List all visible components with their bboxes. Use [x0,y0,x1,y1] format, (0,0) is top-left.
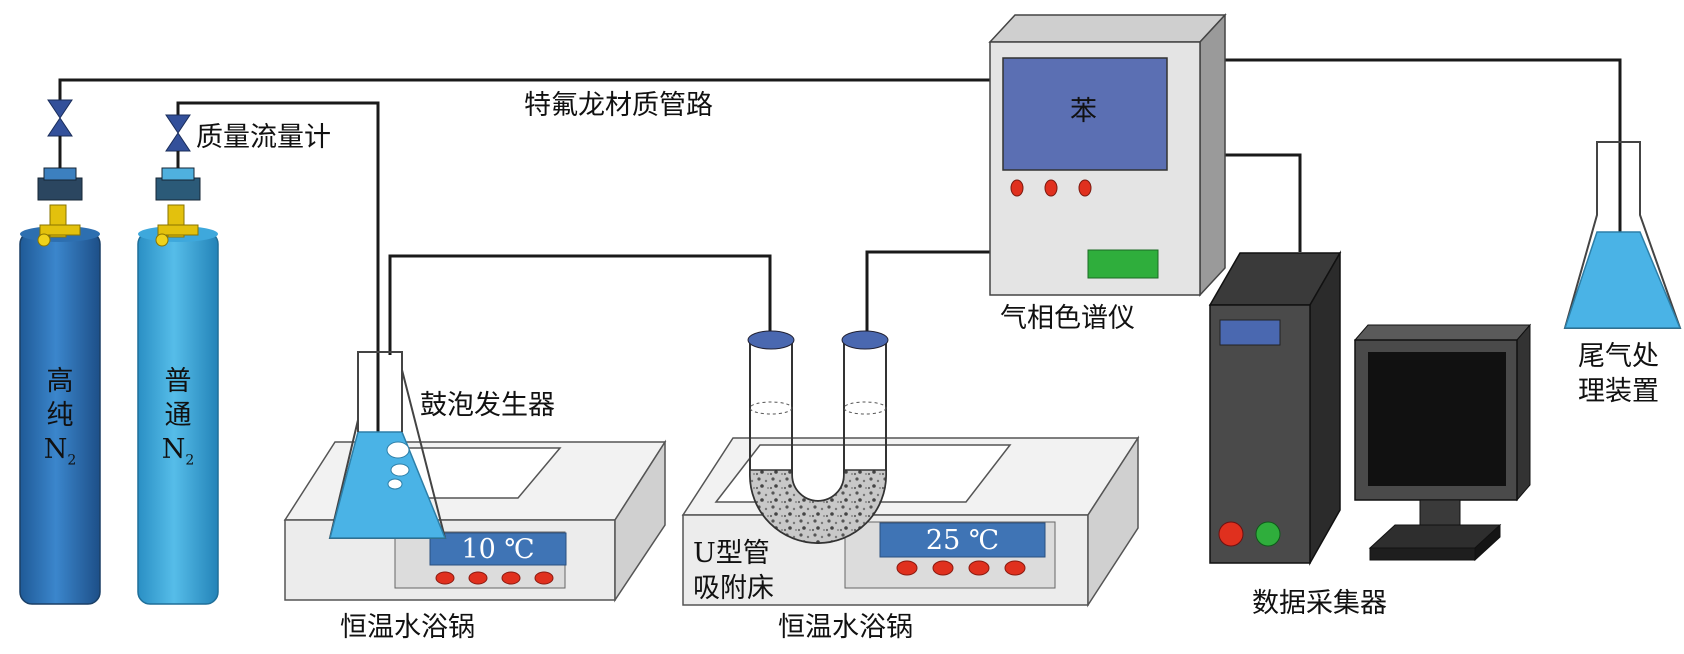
power-button-icon [1255,521,1281,547]
bubble-icon [390,463,410,477]
indicator-light-icon [1010,179,1024,197]
control-knob-icon [501,571,521,585]
cylinder-label-formula: N2 [161,433,195,468]
cylinder-label-char: 纯 [46,399,74,431]
control-knob-icon [896,560,918,576]
water-bath-right-label: 恒温水浴锅 [778,612,913,643]
mass-flow-meter-label: 质量流量计 [196,122,331,153]
bath-left-temperature: 10 ℃ [461,534,535,565]
gc-screen-label: 苯 [1070,96,1097,127]
control-knob-icon [932,560,954,576]
cylinder-label-char: 普 [164,366,192,397]
gas-chromatograph [988,13,1227,297]
pipe-utube-to-gc [865,250,990,340]
display-panel [879,522,1046,558]
gas-chromatograph-label: 气相色谱仪 [1000,303,1135,334]
power-button-icon [1218,521,1244,547]
pipe-gc-to-collector [1200,153,1302,252]
cylinder-label-char: 通 [164,399,192,431]
ptfe-pipeline-label: 特氟龙材质管路 [524,90,713,121]
cylinder-normal-n2 [137,114,219,605]
tail-gas-label-line1: 尾气处 [1578,341,1659,372]
cylinder-label-formula: N2 [43,433,77,468]
pipe-n2-to-bubbler [176,101,380,495]
water-bath-left-label: 恒温水浴锅 [340,612,475,643]
control-knob-icon [534,571,554,585]
data-collector-label: 数据采集器 [1252,588,1387,619]
pipe-n2-to-gc [58,78,990,105]
bubble-generator-flask [328,351,447,539]
u-tube-label-line1: U型管 [693,538,770,569]
u-tube-adsorption-bed [747,330,889,544]
control-knob-icon [1004,560,1026,576]
tail-gas-treatment-flask [1563,141,1682,329]
indicator-light-icon [1078,179,1092,197]
pipe-bubbler-to-utube [388,254,772,355]
bath-right-temperature: 25 ℃ [925,525,1000,556]
indicator-light-icon [1044,179,1058,197]
u-tube-label-line2: 吸附床 [693,573,774,604]
pipe-gc-to-tailgas [1200,58,1622,260]
display-panel [429,532,567,566]
data-collector-tower [1208,250,1342,566]
valve-icon [47,99,73,119]
control-knob-icon [968,560,990,576]
tail-gas-label-line2: 理装置 [1578,376,1659,407]
bubble-icon [387,478,403,490]
control-knob-icon [468,571,488,585]
ptfe-pipelines [58,58,1622,495]
monitor [1353,323,1532,562]
cylinder-high-purity-n2 [19,99,101,605]
bubble-icon [386,441,410,459]
gc-screen [1002,57,1168,171]
mass-flow-meter-valve-icon [165,114,191,134]
bubble-generator-label: 鼓泡发生器 [420,390,555,421]
cylinder-label-char: 高 [46,366,74,397]
control-knob-icon [435,571,455,585]
gc-status-panel [1087,249,1159,279]
cylinder-normal-label: 普 通 N2 [158,365,198,469]
cylinder-high-purity-label: 高 纯 N2 [40,365,80,469]
